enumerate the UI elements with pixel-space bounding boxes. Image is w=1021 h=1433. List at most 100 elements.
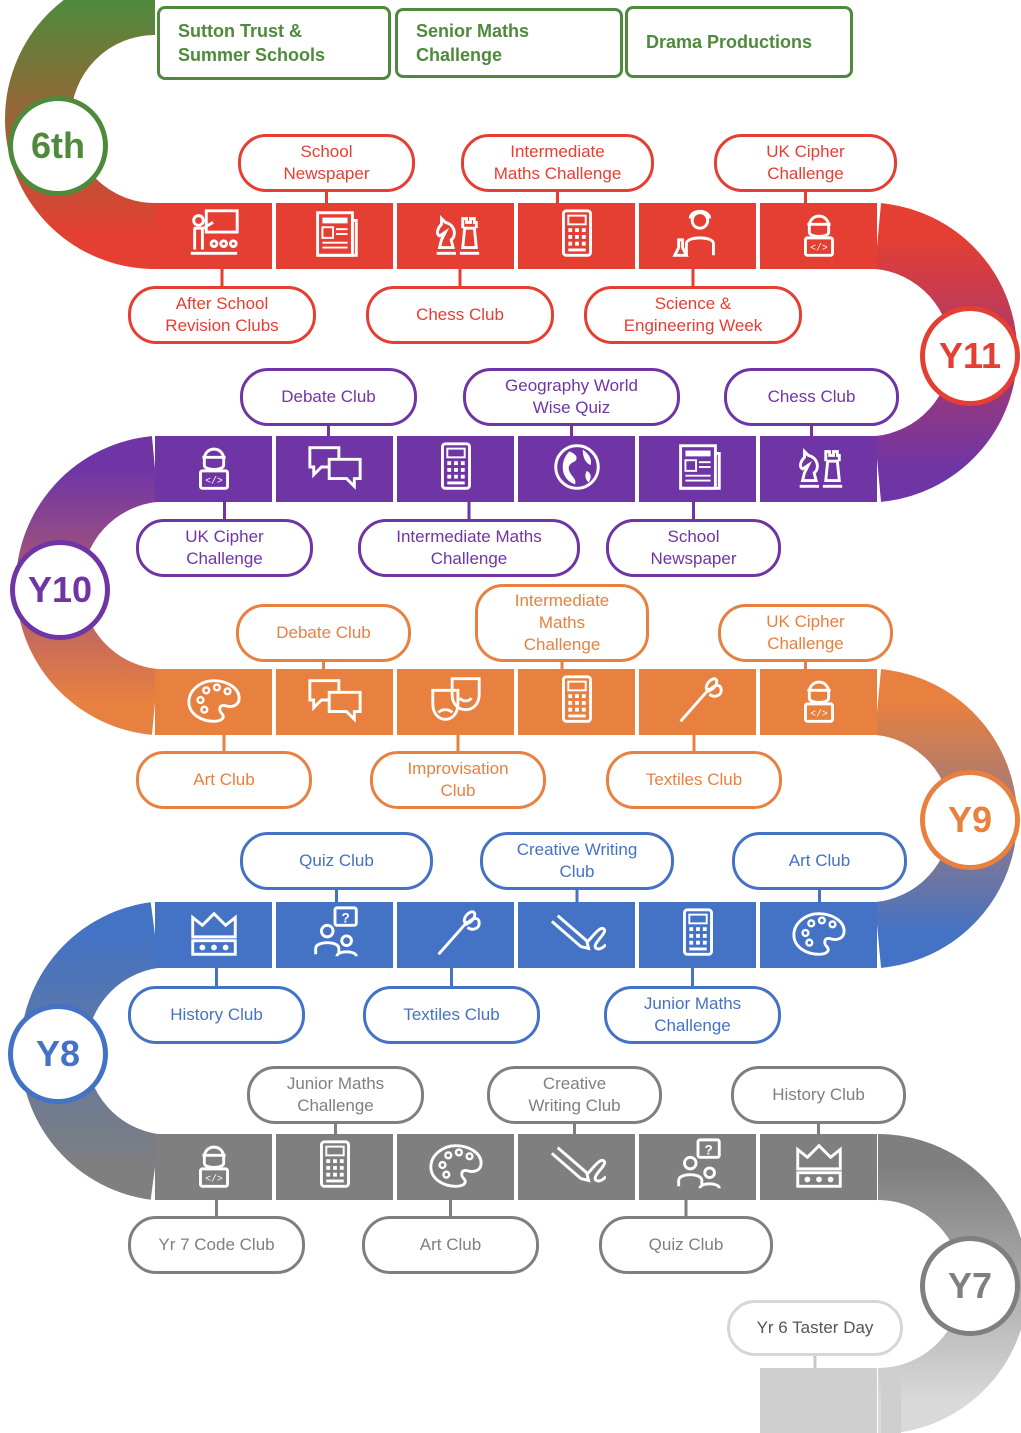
y8-activity-label: Junior Maths Challenge <box>604 986 781 1044</box>
band-cell <box>760 436 877 502</box>
calculator-icon <box>427 438 485 501</box>
band-cell: ? <box>276 902 393 968</box>
y10-activity-label: Debate Club <box>240 368 417 426</box>
y10-activity-label: UK Cipher Challenge <box>136 519 313 577</box>
svg-text:</>: </> <box>810 242 828 253</box>
band-cell <box>639 669 756 735</box>
crown-icon <box>185 904 243 967</box>
band-cell: </> <box>760 203 877 269</box>
y11-activity-label: UK Cipher Challenge <box>714 134 897 192</box>
band-cell <box>639 203 756 269</box>
coder-icon: </> <box>790 671 848 734</box>
y7-activity-label: Yr 7 Code Club <box>128 1216 305 1274</box>
newspaper-icon <box>669 438 727 501</box>
badge-y9: Y9 <box>920 770 1020 870</box>
band-cell: </> <box>155 436 272 502</box>
band-cell <box>518 902 635 968</box>
y8-activity-label: Creative Writing Club <box>480 832 674 890</box>
y11-activity-label: After School Revision Clubs <box>128 286 316 344</box>
y7-activity-label: History Club <box>731 1066 906 1124</box>
calculator-icon <box>669 904 727 967</box>
y8-activity-label: History Club <box>128 986 305 1044</box>
band-y11: </> <box>155 203 877 269</box>
svg-text:</>: </> <box>205 475 223 486</box>
y11-activity-label: School Newspaper <box>238 134 415 192</box>
band-y9: </> <box>155 669 877 735</box>
svg-text:?: ? <box>704 1142 712 1157</box>
band-cell <box>518 436 635 502</box>
chess-icon <box>790 438 848 501</box>
y10-activity-label: School Newspaper <box>606 519 781 577</box>
band-cell: </> <box>760 669 877 735</box>
y7-activity-label: Art Club <box>362 1216 539 1274</box>
band-cell <box>397 902 514 968</box>
band-cell <box>639 902 756 968</box>
y9-activity-label: Art Club <box>136 751 312 809</box>
band-y10: </> <box>155 436 877 502</box>
globe-icon <box>548 438 606 501</box>
y7-activity-label: Creative Writing Club <box>487 1066 662 1124</box>
y7-activity-label: Junior Maths Challenge <box>247 1066 424 1124</box>
y10-activity-label: Chess Club <box>724 368 899 426</box>
needle-icon <box>427 904 485 967</box>
calculator-icon <box>548 205 606 268</box>
theatre-masks-icon <box>427 671 485 734</box>
svg-text:</>: </> <box>205 1173 223 1184</box>
palette-icon <box>790 904 848 967</box>
badge-sixth-form: 6th <box>8 96 108 196</box>
y11-activity-label: Chess Club <box>366 286 554 344</box>
quiz-icon: ? <box>306 904 364 967</box>
badge-y8: Y8 <box>8 1004 108 1104</box>
band-cell <box>397 203 514 269</box>
coder-icon: </> <box>185 1136 243 1199</box>
y8-activity-label: Quiz Club <box>240 832 433 890</box>
y8-activity-label: Art Club <box>732 832 907 890</box>
band-cell <box>760 1134 877 1200</box>
band-cell <box>639 436 756 502</box>
y8-activity-label: Textiles Club <box>363 986 540 1044</box>
speech-bubbles-icon <box>306 671 364 734</box>
band-cell <box>518 1134 635 1200</box>
badge-y10: Y10 <box>10 540 110 640</box>
band-cell <box>760 902 877 968</box>
newspaper-icon <box>306 205 364 268</box>
scientist-icon <box>669 205 727 268</box>
band-cell <box>397 669 514 735</box>
band-cell <box>276 669 393 735</box>
y7-activity-label: Quiz Club <box>599 1216 773 1274</box>
y9-activity-label: Debate Club <box>236 604 411 662</box>
crown-icon <box>790 1136 848 1199</box>
svg-text:?: ? <box>341 910 349 925</box>
band-cell <box>155 902 272 968</box>
band-y8: ? <box>155 902 877 968</box>
palette-icon <box>185 671 243 734</box>
chess-icon <box>427 205 485 268</box>
band-cell <box>518 203 635 269</box>
badge-y7: Y7 <box>920 1236 1020 1336</box>
y11-activity-label: Intermediate Maths Challenge <box>461 134 654 192</box>
quiz-icon: ? <box>669 1136 727 1199</box>
palette-icon <box>427 1136 485 1199</box>
y9-activity-label: Intermediate Maths Challenge <box>475 584 649 662</box>
band-y7: </>? <box>155 1134 877 1200</box>
band-cell <box>155 203 272 269</box>
y9-activity-label: Improvisation Club <box>370 751 546 809</box>
coder-icon: </> <box>790 205 848 268</box>
band-cell <box>276 1134 393 1200</box>
band-cell <box>397 1134 514 1200</box>
calculator-icon <box>548 671 606 734</box>
coder-icon: </> <box>185 438 243 501</box>
y10-activity-label: Intermediate Maths Challenge <box>358 519 580 577</box>
band-cell <box>276 436 393 502</box>
y9-activity-label: Textiles Club <box>606 751 782 809</box>
pen-icon <box>548 1136 607 1199</box>
teacher-icon <box>185 205 243 268</box>
y10-activity-label: Geography World Wise Quiz <box>463 368 680 426</box>
sixth-form-item: Sutton Trust & Summer Schools <box>157 6 391 80</box>
band-cell <box>397 436 514 502</box>
badge-y11: Y11 <box>920 306 1020 406</box>
band-cell <box>276 203 393 269</box>
needle-icon <box>669 671 727 734</box>
speech-bubbles-icon <box>306 438 364 501</box>
band-cell <box>518 669 635 735</box>
